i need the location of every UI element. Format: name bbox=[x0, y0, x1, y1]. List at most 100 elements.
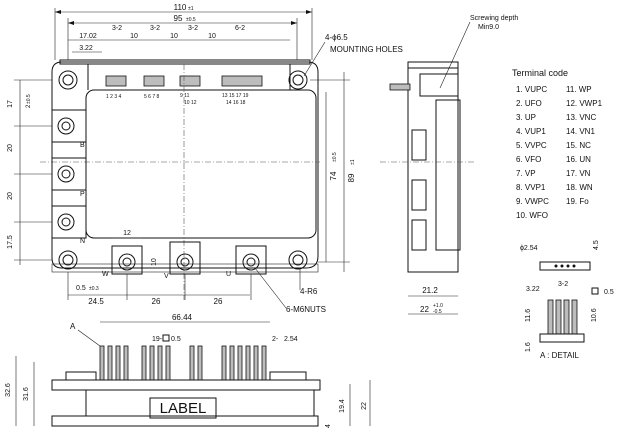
terminal-code-item: 19. Fo bbox=[566, 197, 589, 206]
dim-2pitch: 2- bbox=[272, 336, 279, 343]
detail-a: ϕ2.54 4.5 3.22 3-2 0.5 11.6 10.6 1.6 A :… bbox=[520, 240, 614, 360]
screw-depth-min: Min9.0 bbox=[478, 24, 499, 31]
terminal-code-item: 17. VN bbox=[566, 169, 591, 178]
dim-245: 24.5 bbox=[88, 297, 104, 306]
terminal-code-item: 16. UN bbox=[566, 155, 591, 164]
pin-nums-g2: 5 6 7 8 bbox=[144, 94, 160, 100]
terminal-code-item: 15. NC bbox=[566, 141, 591, 150]
dim-316: 31.6 bbox=[23, 387, 30, 401]
dim-20-b: 20 bbox=[7, 192, 14, 200]
pin-nums-g3b: 10 12 bbox=[184, 100, 197, 106]
detail-pitch: ϕ2.54 bbox=[520, 245, 538, 252]
mounting-holes-label: MOUNTING HOLES bbox=[330, 45, 403, 54]
screw-depth-label: Screwing depth bbox=[470, 15, 518, 22]
detail-dim-05: 0.5 bbox=[604, 289, 614, 296]
terminal-code-item: 1. VUPC bbox=[516, 85, 547, 94]
dim-05: 0.5 bbox=[76, 285, 86, 292]
dim-110-tol: ±1 bbox=[188, 6, 194, 12]
signal-pins bbox=[105, 75, 263, 87]
dim-10-c: 10 bbox=[208, 33, 216, 40]
dim-74-tol: ±0.5 bbox=[332, 152, 338, 162]
dim-26-b: 26 bbox=[214, 297, 223, 306]
dim-74: 74 bbox=[329, 171, 338, 180]
terminal-code-table: Terminal code 1. VUPC 2. UFO 3. UP 4. VUP1 5… bbox=[512, 68, 603, 220]
terminal-b-label: B bbox=[80, 142, 85, 149]
detail-dim-322: 3.22 bbox=[526, 286, 540, 293]
dim-326: 32.6 bbox=[5, 383, 12, 397]
dim-194: 19.4 bbox=[339, 399, 346, 413]
dim-2pitch-b: 2.54 bbox=[284, 336, 298, 343]
dim-19pitch-b: 0.5 bbox=[171, 336, 181, 343]
dim-05-tol: ±0.3 bbox=[89, 286, 99, 292]
terminal-p-label: P bbox=[80, 191, 85, 198]
detail-dim-106: 10.6 bbox=[591, 308, 598, 322]
dim-10-b: 10 bbox=[170, 33, 178, 40]
callout-6m6nuts: 6-M6NUTS bbox=[286, 305, 326, 314]
dim-10-a: 10 bbox=[130, 33, 138, 40]
terminal-code-item: 10. WFO bbox=[516, 211, 548, 220]
pin-nums-g4a: 13 15 17 19 bbox=[222, 93, 249, 99]
terminal-code-item: 5. VVPC bbox=[516, 141, 547, 150]
detail-caption: A : DETAIL bbox=[540, 351, 580, 360]
terminal-code-item: 2. UFO bbox=[516, 99, 542, 108]
group-label-4: 6-2 bbox=[235, 25, 245, 32]
terminal-u-label: U bbox=[226, 271, 231, 278]
pin-nums-g1: 1 2 3 4 bbox=[106, 94, 122, 100]
detail-dim-116: 11.6 bbox=[525, 309, 532, 322]
dim-2: 2 bbox=[26, 104, 32, 108]
dim-20-a: 20 bbox=[7, 144, 14, 152]
terminal-code-item: 9. VWPC bbox=[516, 197, 549, 206]
terminal-code-title: Terminal code bbox=[512, 68, 568, 78]
terminal-code-item: 18. WN bbox=[566, 183, 593, 192]
detail-dim-45: 4.5 bbox=[593, 240, 600, 250]
dim-322: 3.22 bbox=[79, 45, 93, 52]
terminal-code-item: 7. VP bbox=[516, 169, 536, 178]
group-label-1: 3-2 bbox=[112, 25, 122, 32]
group-label-3: 3-2 bbox=[188, 25, 198, 32]
dim-10-v: 10 bbox=[151, 258, 158, 266]
dim-12: 12 bbox=[123, 230, 131, 237]
hole-callout: 4-ϕ6.5 bbox=[325, 33, 348, 42]
front-view: A 66.44 19- 0.5 2- 2.54 bbox=[5, 313, 371, 428]
dim-110: 110 bbox=[174, 3, 187, 12]
terminal-code-item: 11. WP bbox=[566, 85, 592, 94]
dim-22-tol-plus: +1.0 bbox=[433, 303, 443, 309]
power-terminals-left bbox=[51, 109, 87, 239]
dim-17: 17 bbox=[7, 100, 14, 108]
dim-22-front: 22 bbox=[361, 402, 368, 410]
terminal-code-item: 14. VN1 bbox=[566, 127, 595, 136]
dim-212: 21.2 bbox=[422, 286, 438, 295]
dim-22-side: 22 bbox=[420, 305, 429, 314]
side-view: Screwing depth Min9.0 21.2 22 +1.0 -0.5 bbox=[380, 15, 518, 315]
terminal-code-item: 4. VUP1 bbox=[516, 127, 546, 136]
dim-22-tol-minus: -0.5 bbox=[433, 309, 442, 315]
terminal-code-item: 8. VVP1 bbox=[516, 183, 546, 192]
power-terminals-bottom bbox=[111, 241, 267, 275]
terminal-code-item: 6. VFO bbox=[516, 155, 541, 164]
pin-nums-g3a: 9 11 bbox=[180, 93, 190, 99]
callout-4r6: 4-R6 bbox=[300, 287, 318, 296]
terminal-w-label: W bbox=[102, 271, 109, 278]
front-pins bbox=[99, 345, 267, 381]
label-plate: LABEL bbox=[160, 400, 207, 417]
detail-group: 3-2 bbox=[558, 281, 568, 288]
group-label-2: 3-2 bbox=[150, 25, 160, 32]
top-view: 110 ±1 95 ±0.5 17.02 3-2 10 3-2 10 3-2 1… bbox=[7, 3, 403, 314]
dim-1702: 17.02 bbox=[79, 33, 97, 40]
dim-19pitch: 19- bbox=[152, 336, 163, 343]
dim-2-tol: ±0.5 bbox=[26, 94, 32, 104]
dim-26-a: 26 bbox=[152, 297, 161, 306]
terminal-code-item: 12. VWP1 bbox=[566, 99, 603, 108]
dim-89: 89 bbox=[347, 173, 356, 182]
dim-6644: 66.44 bbox=[172, 313, 193, 322]
terminal-v-label: V bbox=[164, 273, 169, 280]
detail-dim-16: 1.6 bbox=[525, 342, 532, 352]
terminal-code-item: 13. VNC bbox=[566, 113, 596, 122]
terminal-code-item: 3. UP bbox=[516, 113, 536, 122]
dim-175: 17.5 bbox=[7, 235, 14, 249]
terminal-n-label: N bbox=[80, 238, 85, 245]
dim-89-tol: ±1 bbox=[350, 159, 356, 165]
pin-nums-g4b: 14 16 18 bbox=[226, 100, 246, 106]
dim-95: 95 bbox=[174, 14, 183, 23]
